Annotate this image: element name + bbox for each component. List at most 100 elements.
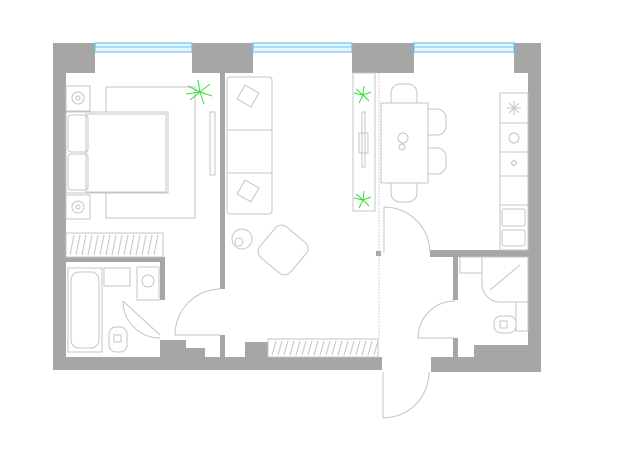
living-room	[226, 72, 380, 358]
shower-drain-line	[489, 264, 521, 291]
kitchen-sink	[501, 229, 526, 247]
toilet	[493, 315, 517, 334]
hatch-line	[343, 340, 349, 356]
bathroom	[67, 266, 221, 353]
bathroom-door[interactable]	[122, 300, 161, 339]
hatch-line	[301, 340, 307, 356]
hatch-line	[271, 340, 277, 356]
wall-column-top-middle-right	[352, 43, 414, 73]
hatch-line	[123, 234, 129, 256]
tv-stand	[358, 132, 369, 154]
hall-door[interactable]	[383, 206, 431, 254]
plant-icon	[353, 85, 372, 104]
hatch-line	[367, 340, 373, 356]
hatch-line	[295, 340, 301, 356]
wall-right	[528, 43, 541, 372]
wall-bottom-right	[431, 357, 541, 372]
wall-corner-top-left	[53, 43, 95, 73]
side-table-lamp	[234, 237, 244, 247]
hatch-line	[331, 340, 337, 356]
hatch-line	[283, 340, 289, 356]
windows	[94, 42, 515, 53]
toilet-seat	[499, 320, 508, 329]
shower	[481, 256, 529, 303]
hatch-line	[99, 234, 105, 256]
bedroom	[65, 79, 216, 258]
wall-column-top-middle-left	[192, 43, 253, 73]
wall-shower-room-side-lower	[453, 338, 458, 357]
tap-icon	[510, 159, 518, 167]
toilet	[108, 326, 128, 353]
plant-icon	[353, 190, 372, 209]
hatch-line	[93, 234, 99, 256]
hatch-line	[277, 340, 283, 356]
hatch-line	[87, 234, 93, 256]
hatch-line	[319, 340, 325, 356]
bathtub-inner	[70, 271, 100, 349]
hatch-line	[349, 340, 355, 356]
washing-machine-drum	[141, 274, 155, 288]
walls	[53, 43, 541, 372]
wall-bottom-left	[53, 357, 382, 370]
shower-room	[417, 256, 529, 339]
hatch-line	[105, 234, 111, 256]
wall-left	[53, 43, 66, 370]
tv	[361, 111, 366, 168]
entry-door[interactable]	[382, 371, 430, 419]
hatch-line	[135, 234, 141, 256]
wall-living-block	[245, 342, 268, 357]
kitchen-sink	[501, 208, 526, 227]
wardrobe-hatching	[69, 234, 159, 256]
side-table	[231, 228, 253, 250]
hatch-line	[373, 340, 379, 356]
washing-machine	[136, 266, 160, 301]
hatch-line	[141, 234, 147, 256]
radiator-hatching	[271, 340, 379, 356]
hatch-line	[117, 234, 123, 256]
shower-room-door[interactable]	[417, 300, 456, 339]
bathtub	[67, 267, 103, 353]
hatch-line	[111, 234, 117, 256]
armchair	[257, 224, 309, 276]
wall-bathroom-block-2	[183, 348, 205, 357]
lamp-icon	[71, 200, 85, 214]
oven-icon	[508, 132, 520, 144]
vase	[397, 132, 409, 144]
cup	[398, 143, 406, 151]
toilet-cistern	[515, 301, 529, 332]
hob-icon	[507, 101, 521, 115]
wall-kitchen-bottom	[430, 250, 528, 257]
pillow	[67, 114, 89, 153]
wall-bedroom-living-lower	[220, 335, 225, 357]
cushion	[236, 179, 260, 203]
nightstand-bottom	[65, 194, 91, 220]
hatch-line	[147, 234, 153, 256]
hatch-line	[81, 234, 87, 256]
hatch-line	[325, 340, 331, 356]
hatch-line	[69, 234, 75, 256]
lamp-center	[75, 204, 81, 210]
hatch-line	[313, 340, 319, 356]
kitchen-dining	[380, 83, 529, 254]
lamp-icon	[71, 91, 85, 105]
hatch-line	[337, 340, 343, 356]
kitchen-counter	[499, 92, 529, 251]
blanket	[85, 113, 167, 193]
hatch-line	[75, 234, 81, 256]
hatch-line	[129, 234, 135, 256]
toilet-seat	[113, 334, 122, 343]
wall-shower-room-block	[474, 345, 528, 357]
shower-room-sink	[459, 256, 483, 274]
hatch-line	[355, 340, 361, 356]
bedroom-door[interactable]	[174, 288, 221, 336]
wall-bathroom-side	[160, 257, 165, 300]
lamp-center	[75, 95, 81, 101]
bathroom-sink	[103, 267, 131, 287]
wall-mirror	[209, 111, 216, 176]
wall-bathroom-top	[53, 257, 165, 262]
cushion	[236, 84, 260, 108]
hatch-line	[289, 340, 295, 356]
plant-icon	[185, 79, 213, 105]
hatch-line	[307, 340, 313, 356]
